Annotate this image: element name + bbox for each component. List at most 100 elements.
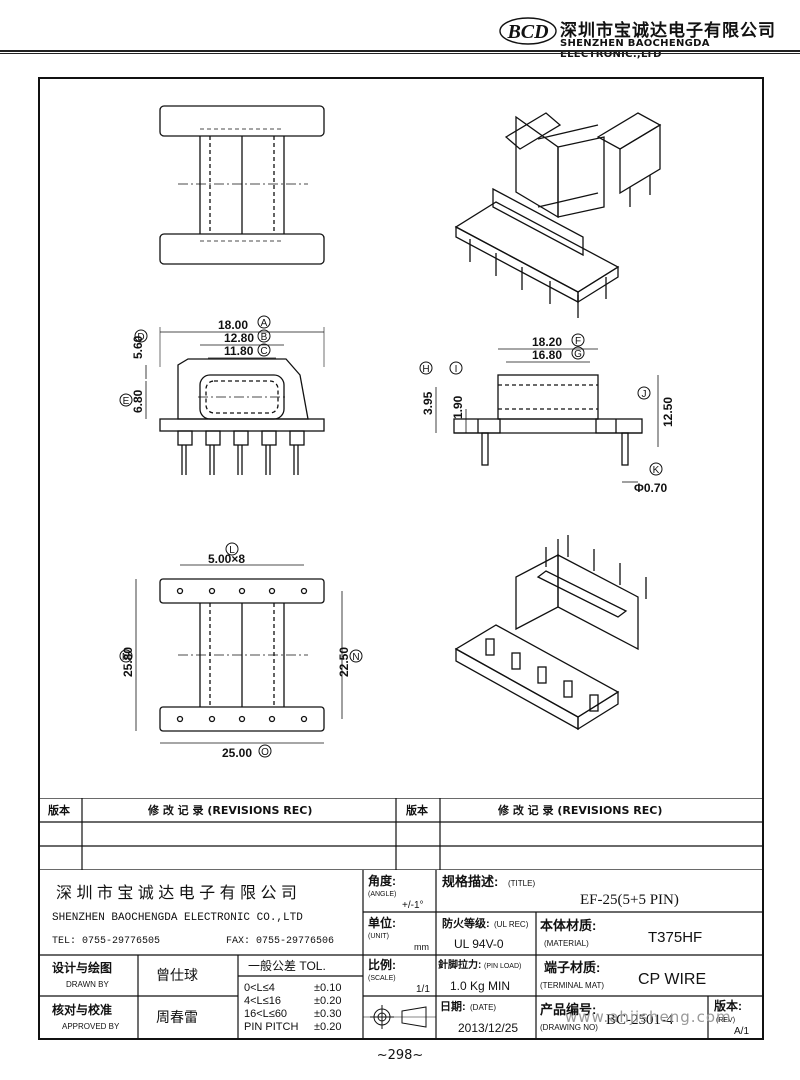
tag-e: E <box>119 393 133 407</box>
logo-text: BCD <box>506 21 548 43</box>
tb-drawing-label: 产品编号: <box>540 1002 596 1017</box>
tb-tol-value-0: ±0.10 <box>314 982 341 994</box>
front-view-bobbin <box>159 105 325 265</box>
tb-tol-value-2: ±0.30 <box>314 1008 341 1020</box>
dim-f-value: 18.20 <box>532 335 562 349</box>
svg-text:M: M <box>122 652 130 663</box>
tb-terminal-value: CP WIRE <box>638 971 706 988</box>
svg-text:K: K <box>653 465 660 476</box>
tb-unit-value: mm <box>414 942 429 952</box>
tag-l: L <box>225 542 239 556</box>
tb-drawn-label: 设计与绘图 <box>52 960 112 975</box>
svg-text:H: H <box>422 364 429 375</box>
tag-d: D <box>134 329 148 343</box>
tb-date-sub: (DATE) <box>470 1003 496 1012</box>
tb-angle-sub: (ANGLE) <box>368 891 396 898</box>
tb-angle-label: 角度: <box>368 873 396 888</box>
tb-drawn-value: 曾仕球 <box>156 967 198 983</box>
side-view-pins <box>145 327 325 475</box>
tag-b: B <box>257 329 271 343</box>
technical-drawing: 18.00 12.80 11.80 5.60 6.80 18.20 16.80 … <box>119 105 675 760</box>
tb-drawing-sub: (DRAWING NO) <box>540 1023 598 1032</box>
tb-tol-value-3: ±0.20 <box>314 1021 341 1033</box>
svg-text:E: E <box>123 396 130 407</box>
company-logo: BCD <box>499 17 557 45</box>
tag-o: O <box>258 744 272 758</box>
dim-o-value: 25.00 <box>222 746 252 760</box>
tag-i: I <box>449 361 463 375</box>
tb-tol-range-0: 0<L≤4 <box>244 982 275 994</box>
tag-m: M <box>119 649 133 663</box>
tb-scale-value: 1/1 <box>416 984 430 995</box>
svg-text:J: J <box>642 389 647 400</box>
tb-scale-label: 比例: <box>368 957 396 972</box>
tb-tol-title: 一般公差 TOL. <box>248 958 326 973</box>
projection-symbol <box>370 1005 427 1029</box>
page-number: ~298~ <box>376 1048 424 1063</box>
tb-tol-range-3: PIN PITCH <box>244 1021 298 1033</box>
tag-k: K <box>649 462 663 476</box>
svg-text:C: C <box>260 346 267 357</box>
tb-ul-label: 防火等级: <box>442 916 490 930</box>
header-rule <box>0 50 800 52</box>
tb-fax: FAX: 0755-29776506 <box>226 936 334 947</box>
tag-a: A <box>257 315 271 329</box>
isometric-view-top <box>454 112 662 318</box>
svg-text:G: G <box>574 349 582 360</box>
tag-j: J <box>637 386 651 400</box>
tb-ul-value: UL 94V-0 <box>454 937 504 951</box>
dim-l-value: 5.00×8 <box>208 552 245 566</box>
dim-a-value: 18.00 <box>218 318 248 332</box>
tb-title-value: EF-25(5+5 PIN) <box>580 892 679 908</box>
tb-date-label: 日期: <box>440 999 466 1013</box>
tb-material-sub: (MATERIAL) <box>544 939 589 948</box>
dim-k-value: Φ0.70 <box>634 481 668 495</box>
tb-ul-sub: (UL REC) <box>494 920 529 929</box>
tb-company-en: SHENZHEN BAOCHENGDA ELECTRONIC CO.,LTD <box>52 912 303 924</box>
tag-h: H <box>419 361 433 375</box>
dim-d-value: 5.60 <box>131 335 145 359</box>
tb-tol-range-1: 4<L≤16 <box>244 995 281 1007</box>
tag-c: C <box>257 343 271 357</box>
tb-approved-sub: APPROVED BY <box>62 1022 120 1031</box>
tb-tel: TEL: 0755-29776505 <box>52 936 160 947</box>
dim-g-value: 16.80 <box>532 348 562 362</box>
watermark: www.ahjisheng.com <box>565 1008 732 1026</box>
tb-date-value: 2013/12/25 <box>458 1021 518 1035</box>
bottom-view <box>135 564 343 744</box>
rev-col-label-left: 版本 <box>48 803 70 817</box>
side-view-profile <box>435 348 659 483</box>
svg-text:A: A <box>261 318 268 329</box>
isometric-view-bottom <box>454 535 647 731</box>
header-company-en: SHENZHEN BAOCHENGDA ELECTRONIC.,LTD <box>560 38 710 60</box>
revisions-table: 版本 修 改 记 录 (REVISIONS REC) 版本 修 改 记 录 (R… <box>38 798 764 870</box>
tb-drawn-sub: DRAWN BY <box>66 980 109 989</box>
tb-pinload-value: 1.0 Kg MIN <box>450 979 510 993</box>
title-block: 深 圳 市 宝 诚 达 电 子 有 限 公 司 SHENZHEN BAOCHEN… <box>38 870 764 1038</box>
tb-rev-sub: (REV) <box>716 1017 735 1024</box>
tb-approved-value: 周春雷 <box>156 1009 198 1025</box>
tb-terminal-label: 端子材质: <box>544 960 600 975</box>
drawing-frame <box>38 77 764 1040</box>
tb-terminal-sub: (TERMINAL MAT) <box>540 981 604 990</box>
dim-c-value: 11.80 <box>224 344 254 358</box>
tb-title-sub: (TITLE) <box>508 879 535 888</box>
tag-g: G <box>571 346 585 360</box>
tb-company-cn: 深 圳 市 宝 诚 达 电 子 有 限 公 司 <box>56 884 297 902</box>
tag-n: N <box>349 649 363 663</box>
tb-rev-label: 版本: <box>714 998 742 1013</box>
tb-unit-label: 单位: <box>368 915 396 930</box>
svg-text:N: N <box>352 652 359 663</box>
svg-text:O: O <box>261 747 269 758</box>
tb-material-value: T375HF <box>648 929 702 946</box>
header-rule-thin <box>0 53 800 54</box>
tb-unit-sub: (UNIT) <box>368 933 389 940</box>
tb-tol-range-2: 16<L≤60 <box>244 1008 287 1020</box>
tb-approved-label: 核对与校准 <box>52 1002 112 1017</box>
tb-tol-value-1: ±0.20 <box>314 995 341 1007</box>
rev-col-label-right: 版本 <box>406 803 428 817</box>
svg-text:F: F <box>575 336 581 347</box>
svg-text:D: D <box>137 332 144 343</box>
tb-pinload-label: 針脚拉力: <box>438 958 481 971</box>
svg-text:I: I <box>455 364 458 375</box>
